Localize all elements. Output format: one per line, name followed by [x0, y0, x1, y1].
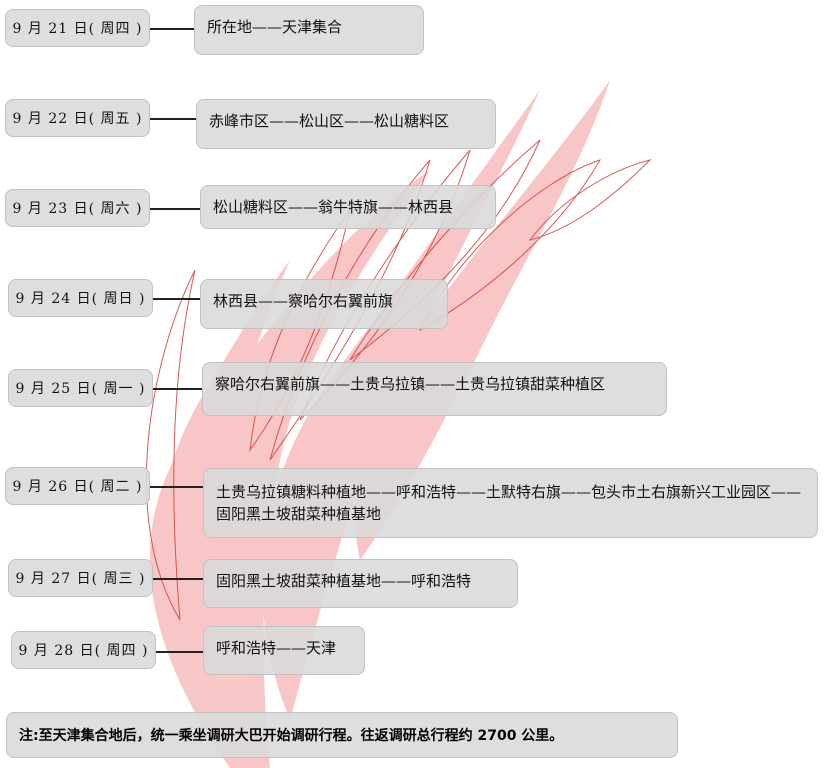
date-box: 9 月 24 日( 周日 )	[8, 279, 153, 317]
date-box: 9 月 28 日( 周四 )	[11, 631, 156, 669]
connector-line	[156, 651, 203, 653]
connector-line	[153, 388, 202, 390]
date-box: 9 月 27 日( 周三 )	[8, 559, 153, 597]
route-box: 察哈尔右翼前旗——土贵乌拉镇——土贵乌拉镇甜菜种植区	[202, 362, 667, 416]
connector-line	[153, 298, 200, 300]
route-box: 呼和浩特——天津	[203, 626, 365, 675]
date-box: 9 月 22 日( 周五 )	[5, 99, 150, 137]
route-box: 土贵乌拉镇糖料种植地——呼和浩特——土默特右旗——包头市土右旗新兴工业园区——固…	[203, 468, 818, 538]
footnote: 注:至天津集合地后，统一乘坐调研大巴开始调研行程。往返调研总行程约 2700 公…	[6, 712, 678, 758]
connector-line	[153, 578, 203, 580]
route-box: 所在地——天津集合	[194, 5, 424, 55]
route-box: 赤峰市区——松山区——松山糖料区	[196, 99, 496, 149]
date-box: 9 月 21 日( 周四 )	[5, 9, 150, 47]
route-box: 松山糖料区——翁牛特旗——林西县	[200, 185, 496, 229]
connector-line	[150, 28, 194, 30]
date-box: 9 月 26 日( 周二 )	[5, 467, 150, 505]
date-box: 9 月 25 日( 周一 )	[8, 369, 153, 407]
connector-line	[150, 208, 200, 210]
date-box: 9 月 23 日( 周六 )	[5, 189, 150, 227]
connector-line	[150, 118, 196, 120]
route-box: 林西县——察哈尔右翼前旗	[200, 279, 448, 329]
route-box: 固阳黑土坡甜菜种植基地——呼和浩特	[203, 559, 518, 608]
connector-line	[150, 486, 203, 488]
